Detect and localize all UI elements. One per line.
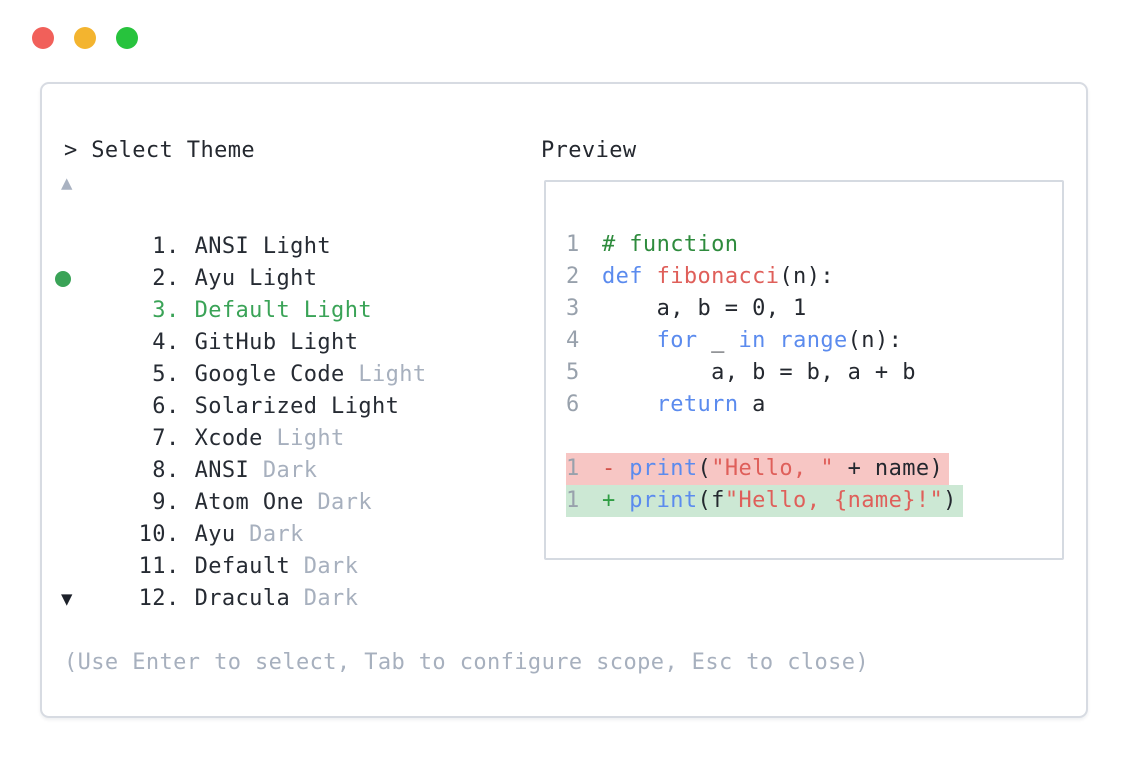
code-line	[566, 421, 1062, 453]
theme-item-label: GitHub Light	[194, 330, 359, 355]
theme-list: 1. ANSI Light 2. Ayu Light 3. Default Light…	[55, 199, 534, 611]
theme-item-number: 12.	[138, 586, 180, 611]
line-number: 5	[566, 360, 580, 385]
code-tokens: a, b = b, a + b	[602, 360, 916, 385]
theme-list-item-4[interactable]: 4. GitHub Light	[64, 295, 534, 355]
theme-item-number: 6.	[152, 394, 180, 419]
selected-bullet-icon	[55, 527, 71, 543]
line-number: 3	[566, 296, 580, 321]
theme-item-label: Ayu Light	[194, 266, 318, 291]
theme-item-number: 5.	[152, 362, 180, 387]
zoom-button[interactable]	[116, 27, 138, 49]
code-line: 4 for _ in range(n):	[566, 325, 1062, 357]
selected-bullet-icon	[55, 399, 71, 415]
theme-item-label: Google Code Light	[194, 362, 427, 387]
theme-list-item-10[interactable]: 10. Ayu Dark	[64, 487, 534, 547]
theme-list-item-8[interactable]: 8. ANSI Dark	[64, 423, 534, 483]
theme-item-label: ANSI Dark	[194, 458, 318, 483]
code-line: 6 return a	[566, 389, 1062, 421]
line-number: 1	[566, 456, 580, 481]
selected-bullet-icon	[55, 239, 71, 255]
theme-list-item-5[interactable]: 5. Google Code Light	[64, 327, 534, 387]
spacer-row	[64, 615, 534, 647]
theme-item-number: 4.	[152, 330, 180, 355]
scroll-up-row: ▲	[61, 167, 534, 199]
preview-box: 1 # function 2 def fibonacci(n): 3 a, b = …	[544, 180, 1064, 560]
code-block: 1 # function 2 def fibonacci(n): 3 a, b = …	[546, 229, 1062, 517]
code-line: 3 a, b = 0, 1	[566, 293, 1062, 325]
code-line: 1 # function	[566, 229, 1062, 261]
code-tokens: + print(f"Hello, {name}!")	[602, 488, 957, 513]
theme-item-number: 10.	[138, 522, 180, 547]
theme-item-number: 1.	[152, 234, 180, 259]
footer-hint: (Use Enter to select, Tab to configure s…	[64, 650, 870, 675]
line-number: 4	[566, 328, 580, 353]
theme-item-label: Default Light	[194, 298, 372, 323]
theme-list-item-3[interactable]: 3. Default Light	[55, 263, 534, 323]
theme-item-number: 2.	[152, 266, 180, 291]
scroll-down-row: ▼	[61, 583, 534, 615]
theme-list-item-11[interactable]: 11. Default Dark	[64, 519, 534, 579]
prompt-line: > Select Theme	[64, 138, 256, 163]
selected-bullet-icon	[55, 271, 71, 287]
line-number: 1	[566, 488, 580, 513]
theme-item-number: 11.	[138, 554, 180, 579]
theme-list-item-7[interactable]: 7. Xcode Light	[64, 391, 534, 451]
line-number: 6	[566, 392, 580, 417]
theme-item-number: 7.	[152, 426, 180, 451]
code-tokens: for _ in range(n):	[656, 328, 903, 353]
selected-bullet-icon	[55, 495, 71, 511]
preview-label: Preview	[541, 138, 637, 163]
theme-item-number: 9.	[152, 490, 180, 515]
selected-bullet-icon	[55, 367, 71, 383]
code-tokens: - print("Hello, " + name)	[602, 456, 944, 481]
theme-list-item-6[interactable]: 6. Solarized Light	[64, 359, 534, 419]
selected-bullet-icon	[55, 431, 71, 447]
theme-list-item-12[interactable]: 12. Dracula Dark	[64, 551, 534, 611]
close-button[interactable]	[32, 27, 54, 49]
code-tokens: return a	[656, 392, 766, 417]
theme-list-item-9[interactable]: 9. Atom One Dark	[64, 455, 534, 515]
theme-item-label: ANSI Light	[194, 234, 332, 259]
line-number: 1	[566, 232, 580, 257]
theme-list-item-2[interactable]: 2. Ayu Light	[64, 231, 534, 291]
theme-item-label: Xcode Light	[194, 426, 345, 451]
selected-bullet-icon	[55, 335, 71, 351]
scroll-down-icon[interactable]: ▼	[61, 588, 73, 610]
code-line: 1 + print(f"Hello, {name}!")	[566, 485, 1062, 517]
window-controls	[32, 27, 138, 49]
scroll-up-icon[interactable]: ▲	[61, 172, 73, 194]
selected-bullet-icon	[55, 207, 71, 223]
selected-bullet-icon	[55, 559, 71, 575]
theme-list-column: > Select Theme ▲ 1. ANSI Light 2. Ayu Ligh…	[55, 135, 870, 679]
theme-item-label: Dracula Dark	[194, 586, 359, 611]
theme-item-label: Ayu Dark	[194, 522, 304, 547]
theme-item-label: Default Dark	[194, 554, 359, 579]
code-tokens: # function	[602, 232, 739, 257]
theme-item-number: 3.	[152, 298, 180, 323]
code-tokens: def fibonacci(n):	[602, 264, 834, 289]
theme-item-number: 8.	[152, 458, 180, 483]
theme-item-label: Solarized Light	[194, 394, 400, 419]
code-line: 5 a, b = b, a + b	[566, 357, 1062, 389]
line-number: 2	[566, 264, 580, 289]
minimize-button[interactable]	[74, 27, 96, 49]
theme-picker-panel: > Select Theme ▲ 1. ANSI Light 2. Ayu Ligh…	[40, 82, 1088, 718]
code-line: 1 - print("Hello, " + name)	[566, 453, 1062, 485]
code-tokens: a, b = 0, 1	[602, 296, 807, 321]
theme-list-item-1[interactable]: 1. ANSI Light	[64, 199, 534, 259]
code-line: 2 def fibonacci(n):	[566, 261, 1062, 293]
theme-item-label: Atom One Dark	[194, 490, 372, 515]
selected-bullet-icon	[55, 303, 71, 319]
selected-bullet-icon	[55, 463, 71, 479]
